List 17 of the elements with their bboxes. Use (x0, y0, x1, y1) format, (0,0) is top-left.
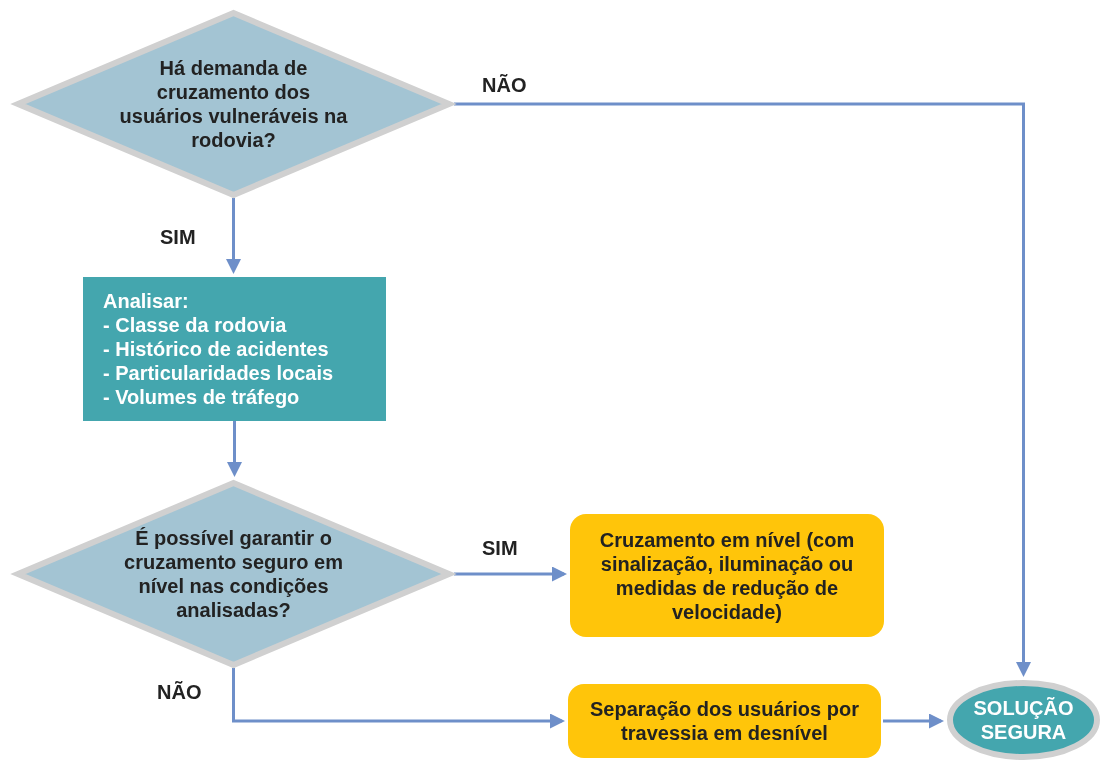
result-box: Cruzamento em nível (com sinalização, iluminação ou medidas de redução de velocidade) (570, 514, 884, 637)
arrow (232, 668, 565, 729)
arrow (227, 421, 242, 477)
list-item: - Particularidades locais (103, 361, 335, 385)
list-item: - Classe da rodovia (103, 313, 288, 337)
result-box: Separação dos usuários por travessia em desnível (568, 684, 881, 758)
list-item: - Volumes de tráfego (103, 385, 301, 409)
arrow (454, 566, 567, 582)
box-heading: Analisar: (103, 289, 190, 313)
arrow (883, 713, 944, 729)
arrow (454, 102, 1031, 677)
arrow (226, 198, 241, 274)
terminal-label: SOLUÇÃO SEGURA (972, 696, 1075, 744)
decision-question: Há demanda de cruzamento dos usuários vulneráveis na rodovia? (118, 56, 349, 152)
decision-question: É possível garantir o cruzamento seguro em nível nas condições analisadas? (123, 526, 344, 622)
process-box (83, 277, 386, 421)
list-item: - Histórico de acidentes (103, 337, 330, 361)
